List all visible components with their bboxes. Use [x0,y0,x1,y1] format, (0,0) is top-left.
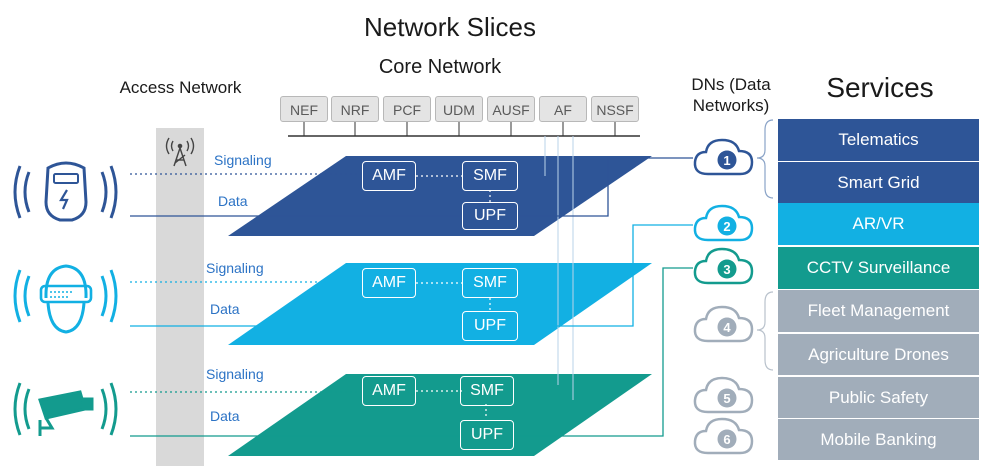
services-title: Services [826,72,934,103]
service-cctv-surveillance: CCTV Surveillance [778,247,979,289]
slice-2-smf-box: SMF [462,268,518,298]
slice-3-plane [228,374,652,456]
slice-1-smf-box: SMF [462,161,518,191]
service-mobile-banking: Mobile Banking [778,418,979,460]
cell-tower-icon [165,137,195,167]
slice-2-upf-box: UPF [462,311,518,341]
slice-1-amf-box: AMF [362,161,416,191]
slice-3-smf-box: SMF [460,376,514,406]
service-telematics: Telematics [778,119,979,161]
core-network-title: Core Network [378,56,502,78]
slice-2-amf-box: AMF [362,268,416,298]
cloud-3-number: 3 [723,262,730,277]
service-agriculture-drones: Agriculture Drones [778,333,979,375]
vr-headset-icon [13,264,118,334]
slice-3-dn-link [514,267,693,437]
slice-2-dn-link [520,224,693,327]
core-function-nrf: NRF [331,96,379,122]
cloud-4-icon: 4 [693,305,754,343]
cloud-4-number: 4 [723,320,731,335]
cloud-1-icon: 1 [693,138,754,176]
core-bus-ticks [303,122,616,136]
slice-3-amf-box: AMF [362,376,416,406]
service-smart-grid: Smart Grid [778,161,979,203]
cloud-2-icon: 2 [693,204,754,242]
slice-2-plane [228,263,652,345]
slice-2-signaling-label: Signaling [206,260,264,276]
slice-2-data-label: Data [210,301,240,317]
diagram-title: Network Slices [364,12,536,42]
cloud-6-icon: 6 [693,417,754,455]
slice-3-data-label: Data [210,408,240,424]
core-function-udm: UDM [435,96,483,122]
service-fleet-management: Fleet Management [778,290,979,332]
slice-1-upf-box: UPF [462,202,518,230]
data-networks-title: DNs (Data Networks) [691,75,771,115]
access-network-title: Access Network [119,78,242,97]
cloud-3-icon: 3 [693,247,754,285]
slice-1-signaling-label: Signaling [214,152,272,168]
service-brackets [756,119,774,371]
slice-1-data-label: Data [218,193,248,209]
slice-3-signaling-label: Signaling [206,366,264,382]
slice-1-dn-link [520,157,693,217]
core-function-ausf: AUSF [487,96,535,122]
cloud-2-number: 2 [723,219,730,234]
core-function-nssf: NSSF [591,96,639,122]
service-ar-vr: AR/VR [778,203,979,245]
slice-1-plane [228,156,652,236]
cloud-6-number: 6 [723,432,730,447]
cctv-camera-icon [13,382,118,436]
cloud-1-number: 1 [723,153,730,168]
service-public-safety: Public Safety [778,376,979,418]
core-function-nef: NEF [280,96,328,122]
access-network-bar [156,128,204,466]
cloud-5-icon: 5 [693,376,754,414]
core-vertical-links [544,136,574,400]
cloud-5-number: 5 [723,391,730,406]
core-function-af: AF [539,96,587,122]
smart-meter-icon [13,161,118,222]
slice-3-upf-box: UPF [460,420,514,450]
core-function-pcf: PCF [383,96,431,122]
